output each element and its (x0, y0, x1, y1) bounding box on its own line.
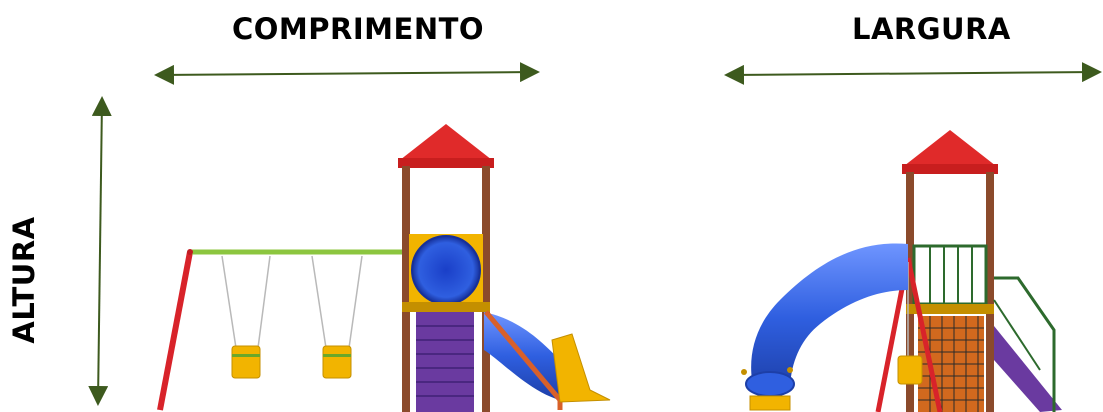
tower-post (402, 166, 410, 412)
width-arrow (724, 62, 1102, 85)
stairs (994, 326, 1062, 412)
swing-seat (897, 355, 923, 385)
stair-handrail (994, 276, 1056, 412)
tower-post (986, 172, 994, 412)
swing-seat-1 (221, 255, 271, 379)
slide-exit (749, 395, 791, 411)
length-arrow (154, 62, 540, 85)
swing-frame-leg (905, 257, 943, 412)
side-view-playground (157, 124, 611, 412)
tunnel-opening (411, 235, 481, 305)
front-view-playground (741, 130, 1062, 412)
tower-post (482, 166, 490, 412)
length-label: COMPRIMENTO (232, 12, 485, 46)
height-arrow (88, 96, 112, 406)
tower-post (906, 172, 914, 412)
railing (912, 244, 988, 306)
slide-exit (551, 333, 611, 403)
swing-seat-2 (311, 255, 363, 379)
tower-roof (904, 130, 996, 166)
tower-roof (400, 124, 492, 160)
swing-frame-leg (157, 251, 193, 411)
width-label: LARGURA (852, 12, 1011, 46)
tube-slide (751, 243, 908, 392)
